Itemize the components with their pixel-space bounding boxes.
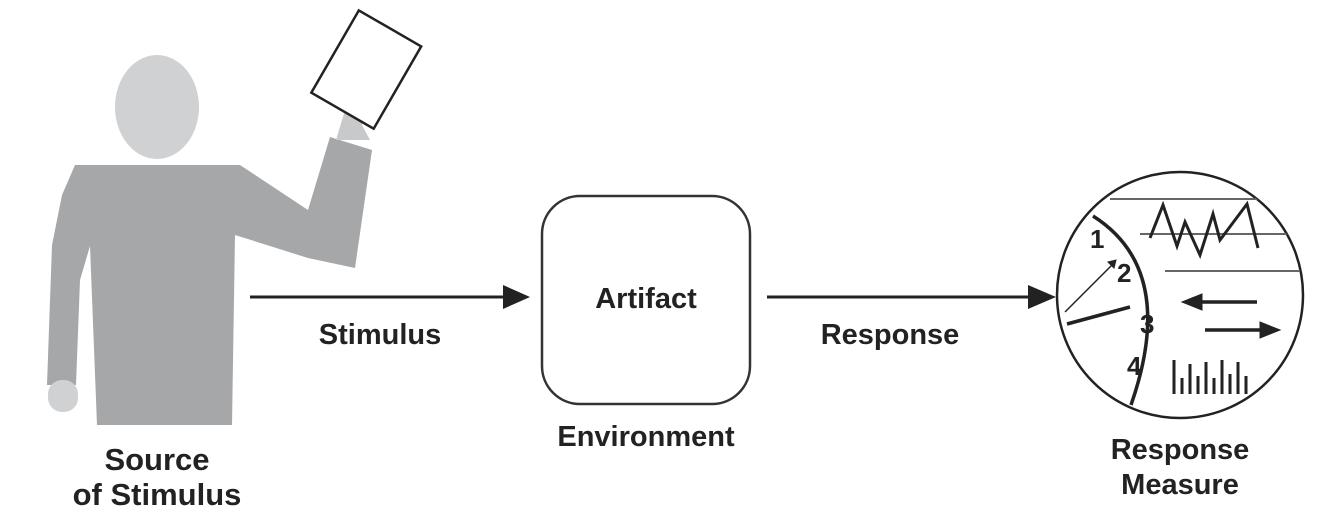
left-arrow-icon bbox=[1180, 293, 1257, 311]
artifact-label: Artifact bbox=[595, 283, 697, 315]
right-arrow-icon bbox=[1205, 321, 1282, 339]
response-arrow bbox=[767, 285, 1056, 309]
bar-chart-icon bbox=[1172, 360, 1248, 394]
gauge-number-4: 4 bbox=[1127, 351, 1142, 381]
person-body bbox=[47, 137, 372, 425]
artifact-box bbox=[540, 194, 752, 406]
person-head bbox=[115, 55, 199, 159]
needle-thick bbox=[1066, 305, 1131, 326]
waveform-line bbox=[1148, 200, 1260, 260]
response-label: Response bbox=[820, 319, 960, 351]
response-measure-label-line2: Measure bbox=[1121, 469, 1239, 501]
response-measure-icon: 1 2 3 4 bbox=[1055, 170, 1305, 420]
response-measure-label-line1: Response bbox=[1110, 434, 1250, 466]
stimulus-label: Stimulus bbox=[318, 319, 442, 351]
stimulus-arrow bbox=[250, 285, 530, 309]
person-left-hand bbox=[48, 380, 78, 412]
source-label-line2: of Stimulus bbox=[72, 477, 242, 512]
paper-icon bbox=[309, 8, 423, 131]
gauge-number-1: 1 bbox=[1090, 224, 1104, 254]
gauge-number-3: 3 bbox=[1140, 309, 1154, 339]
source-of-stimulus-figure bbox=[47, 8, 423, 425]
needle-thin bbox=[1064, 263, 1114, 313]
gauge-number-2: 2 bbox=[1117, 258, 1131, 288]
environment-label: Environment bbox=[557, 421, 735, 453]
dial-arc bbox=[1092, 214, 1150, 406]
source-label-line1: Source bbox=[104, 442, 210, 477]
